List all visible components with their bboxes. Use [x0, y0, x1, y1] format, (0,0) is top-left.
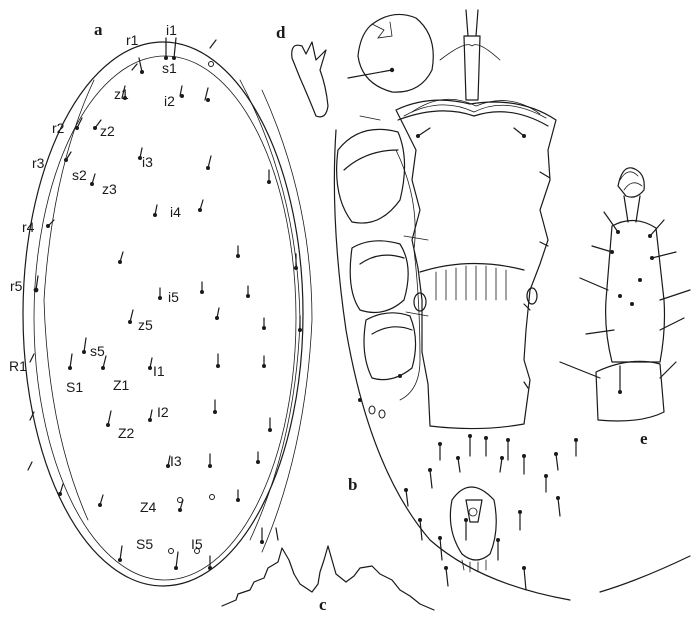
seta-label-z3: z3 [102, 181, 117, 197]
seta-label-r5: r5 [10, 278, 23, 294]
seta-labels: r1 i1 s1 z1 i2 r2 z2 r3 s2 z3 i3 i4 r4 r… [9, 22, 203, 552]
panel-label-c: c [319, 595, 327, 614]
seta-label-s1: s1 [162, 60, 177, 76]
panel-label-a: a [94, 20, 103, 39]
seta-label-s5: s5 [90, 343, 105, 359]
seta-label-r2: r2 [52, 120, 65, 136]
dorsal-shield-inner-outline [34, 56, 296, 580]
leg-panel: e [560, 168, 690, 448]
seta-label-i4: i4 [170, 204, 181, 220]
seta-label-z5: z5 [138, 317, 153, 333]
dorsal-setae [28, 38, 302, 570]
panel-label-b: b [348, 475, 357, 494]
seta-label-Z4: Z4 [140, 499, 157, 515]
seta-label-I2: I2 [157, 404, 169, 420]
seta-label-Z2: Z2 [118, 425, 135, 441]
seta-label-Z1: Z1 [113, 377, 130, 393]
seta-label-r3: r3 [32, 155, 45, 171]
left-marginal-line [44, 80, 94, 520]
right-marginal-line [240, 80, 300, 540]
seta-label-r1: r1 [126, 32, 139, 48]
seta-label-r4: r4 [22, 219, 35, 235]
dorsal-shield-outline [23, 42, 303, 586]
seta-label-i2: i2 [164, 93, 175, 109]
seta-label-R1: R1 [9, 358, 27, 374]
seta-label-S1: S1 [66, 379, 83, 395]
seta-label-I1: I1 [153, 363, 165, 379]
seta-label-S5: S5 [136, 536, 153, 552]
seta-label-i1: i1 [166, 22, 177, 38]
chelicera-panel: d [276, 23, 328, 117]
seta-label-i3: i3 [142, 154, 153, 170]
ventral-view-panel: b [334, 10, 690, 600]
seta-label-I5: I5 [191, 536, 203, 552]
seta-label-I3: I3 [170, 453, 182, 469]
panel-label-d: d [276, 23, 286, 42]
seta-label-i5: i5 [168, 289, 179, 305]
panel-label-e: e [640, 429, 648, 448]
seta-label-z2: z2 [100, 123, 115, 139]
marginal-serration-panel: c [222, 546, 434, 614]
seta-label-z1: z1 [114, 86, 129, 102]
seta-label-s2: s2 [72, 167, 87, 183]
dorsal-shield-panel: r1 i1 s1 z1 i2 r2 z2 r3 s2 z3 i3 i4 r4 r… [9, 20, 312, 586]
